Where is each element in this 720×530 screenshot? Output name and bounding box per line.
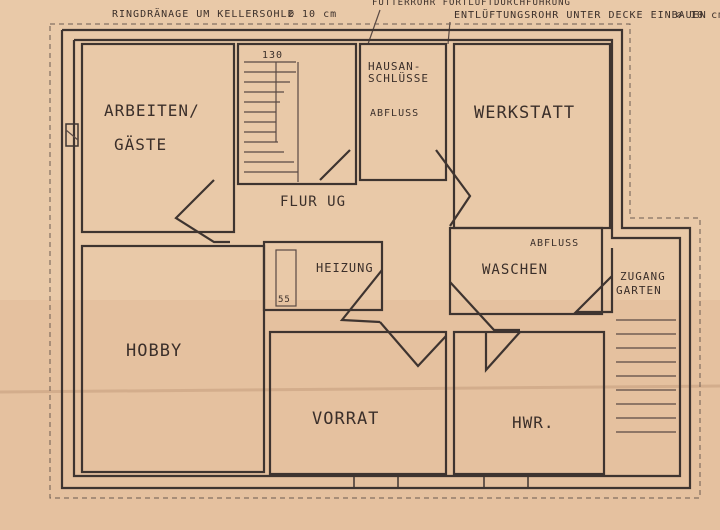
label-heizung: HEIZUNG [316,261,374,275]
note-entlueftung-dim: ⌀ 10 cm [676,10,720,21]
small-dimension: 55 [278,295,291,305]
label-abfluss-2: ABFLUSS [530,238,579,249]
heizung-small-box [275,249,297,307]
label-garten: GARTEN [616,284,662,297]
window-left-1 [65,123,79,147]
room-arbeiten [80,42,236,234]
paper-fold [0,384,720,394]
zugang-wall [573,248,614,314]
leader-line [367,9,381,45]
outer-wall [60,28,692,490]
stair-steps [244,61,299,182]
room-waschen [448,226,604,316]
label-waschen: WASCHEN [482,262,548,278]
label-abfluss-1: ABFLUSS [370,108,419,119]
waschen-diagonal [449,281,520,332]
note-entlueftung: ENTLÜFTUNGSROHR UNTER DECKE EINBAUEN [454,8,707,21]
window-bottom-2 [483,473,529,489]
label-hwr: HWR. [512,413,555,432]
room-hobby [80,244,266,474]
flur-wall-right [435,149,472,227]
outer-wall-inner [72,38,682,478]
window-bottom-1 [353,473,399,489]
label-gaeste: GÄSTE [114,135,167,154]
label-arbeiten: ARBEITEN/ [104,101,200,120]
window-left-1-hatch [65,129,79,141]
flur-wall-left [174,179,230,244]
room-hwr [452,330,606,476]
paper-shade [0,300,720,530]
staircase [236,42,358,186]
label-vorrat: VORRAT [312,409,379,429]
label-schluesse: SCHLÜSSE [368,72,429,85]
drainage-outline [49,23,701,499]
label-flur: FLUR UG [280,194,346,210]
garden-steps [616,319,676,433]
hwr-door [484,331,521,373]
room-hausanschluesse [358,42,448,182]
vorrat-door [379,321,447,368]
heizung-diagonal [339,269,383,324]
label-hausan: HAUSAN- [368,60,421,73]
flur-wall-top [319,149,351,181]
label-werkstatt: WERKSTATT [474,103,575,123]
note-ringdrainage-dim: ⌀ 10 cm [288,9,337,20]
note-futterrohr: FUTTERROHR FORTLUFTDURCHFÜHRUNG [372,0,571,8]
label-zugang: ZUGANG [620,270,666,283]
stair-dimension: 130 [262,50,283,61]
label-hobby: HOBBY [126,341,182,361]
note-ringdrainage: RINGDRÄNAGE UM KELLERSOHLE [112,7,295,20]
